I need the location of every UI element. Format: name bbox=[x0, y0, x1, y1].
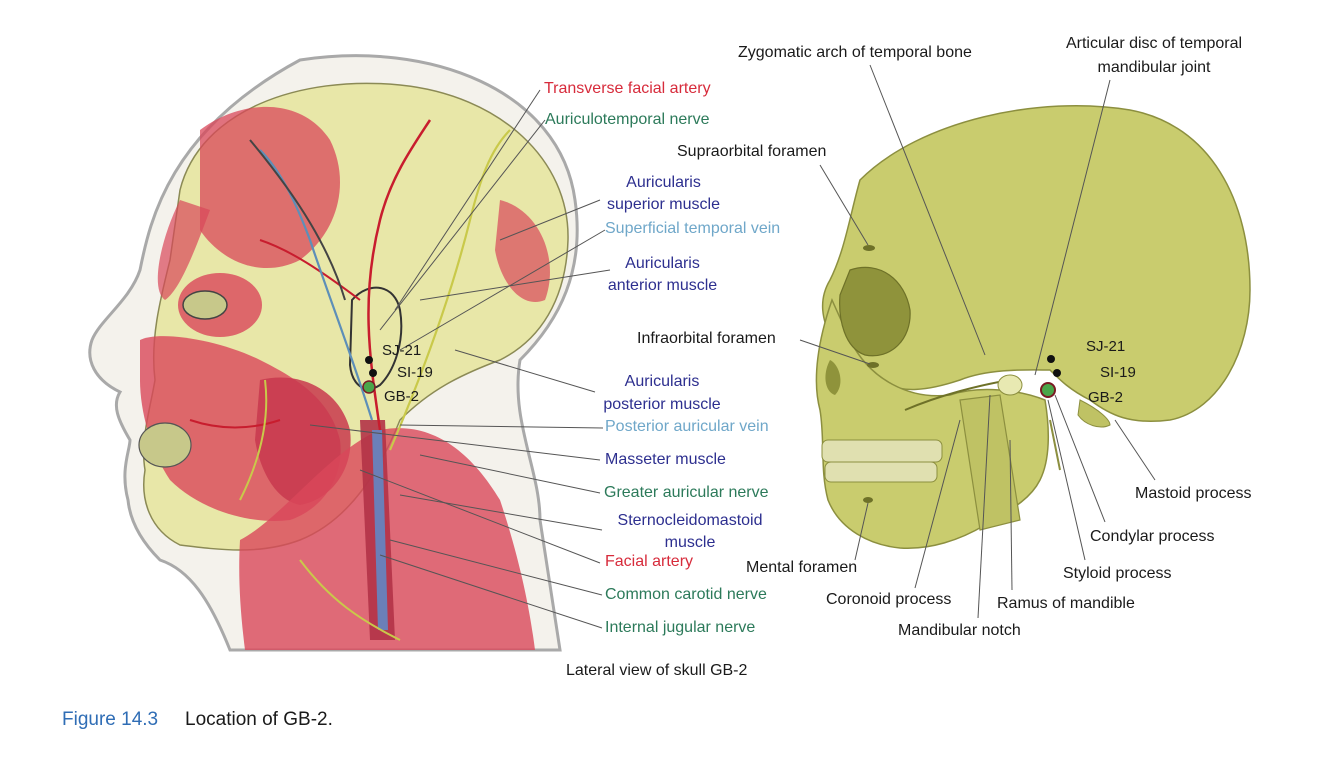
frontalis-muscle bbox=[157, 200, 210, 300]
label-mental-foramen: Mental foramen bbox=[746, 559, 858, 576]
skull-label-gb2: GB-2 bbox=[1088, 389, 1124, 406]
label-articular-disc-2: mandibular joint bbox=[1097, 59, 1211, 76]
veins bbox=[259, 149, 374, 421]
occipital-muscle bbox=[495, 200, 550, 302]
skull-gb2-point bbox=[1040, 382, 1056, 398]
eye bbox=[182, 290, 228, 320]
label-mastoid-process: Mastoid process bbox=[1135, 485, 1252, 502]
skull-si19-point bbox=[1053, 369, 1061, 377]
label-internal-jugular-nerve: Internal jugular nerve bbox=[605, 619, 756, 636]
nasal-cavity bbox=[825, 360, 841, 395]
label-articular-disc-1: Articular disc of temporal bbox=[1065, 35, 1243, 52]
temporal-line bbox=[249, 139, 346, 301]
sj21-point bbox=[365, 356, 373, 364]
mental-foramen-mark bbox=[863, 497, 873, 503]
condyle bbox=[997, 374, 1023, 396]
label-sternocleidomastoid-2: muscle bbox=[664, 534, 716, 551]
si19-point bbox=[369, 369, 377, 377]
supraorbital-foramen-mark bbox=[863, 245, 875, 251]
skull-cranium bbox=[821, 105, 1251, 423]
label-styloid-process: Styloid process bbox=[1063, 565, 1172, 582]
head-illustration bbox=[88, 54, 579, 652]
label-posterior-auricular-vein: Posterior auricular vein bbox=[605, 418, 769, 435]
ear-outline bbox=[348, 286, 403, 390]
nerves bbox=[388, 129, 511, 451]
label-ramus-of-mandible: Ramus of mandible bbox=[997, 595, 1135, 612]
label-auricularis-superior-1: Auricularis bbox=[626, 174, 701, 191]
lower-teeth bbox=[824, 461, 938, 483]
label-auricularis-superior-2: superior muscle bbox=[607, 196, 720, 213]
mouth bbox=[138, 422, 192, 468]
label-masseter-muscle: Masseter muscle bbox=[605, 451, 726, 468]
upper-teeth bbox=[821, 439, 943, 463]
label-auricularis-anterior-2: anterior muscle bbox=[607, 277, 718, 294]
label-mandibular-notch: Mandibular notch bbox=[898, 622, 1021, 639]
label-auricularis-posterior-2: posterior muscle bbox=[603, 396, 721, 413]
nerves-2 bbox=[299, 559, 401, 641]
label-common-carotid-nerve: Common carotid nerve bbox=[605, 586, 767, 603]
label-coronoid-process: Coronoid process bbox=[826, 591, 952, 608]
gb2-point bbox=[362, 380, 376, 394]
skull-sj21-point bbox=[1047, 355, 1055, 363]
skull-label-sj21: SJ-21 bbox=[1086, 338, 1126, 355]
label-auriculotemporal-nerve: Auriculotemporal nerve bbox=[545, 111, 710, 128]
label-infraorbital-foramen: Infraorbital foramen bbox=[637, 330, 776, 347]
label-supraorbital-foramen: Supraorbital foramen bbox=[677, 143, 827, 160]
label-facial-artery: Facial artery bbox=[605, 553, 694, 570]
head-label-si19: SI-19 bbox=[397, 364, 433, 381]
label-greater-auricular-nerve: Greater auricular nerve bbox=[604, 484, 769, 501]
figure-subcaption: Lateral view of skull GB-2 bbox=[566, 662, 748, 679]
head-label-gb2: GB-2 bbox=[384, 388, 420, 405]
nerves-3 bbox=[239, 379, 268, 501]
skull-leader-lines bbox=[799, 64, 1156, 619]
head-label-sj21: SJ-21 bbox=[382, 342, 422, 359]
mandible-ramus bbox=[959, 394, 1021, 531]
mastoid bbox=[1077, 399, 1111, 428]
figure-number: Figure 14.3 bbox=[62, 709, 159, 730]
label-condylar-process: Condylar process bbox=[1090, 528, 1215, 545]
jugular-vein bbox=[372, 430, 388, 630]
head-leader-lines bbox=[309, 89, 611, 629]
label-superficial-temporal-vein: Superficial temporal vein bbox=[605, 220, 781, 237]
arteries-2 bbox=[259, 239, 361, 301]
label-auricularis-posterior-1: Auricularis bbox=[624, 373, 700, 390]
arteries-3 bbox=[189, 419, 281, 429]
label-zygomatic-arch: Zygomatic arch of temporal bone bbox=[738, 44, 972, 61]
orbit bbox=[839, 266, 911, 357]
label-transverse-facial-artery: Transverse facial artery bbox=[544, 80, 711, 97]
styloid bbox=[1049, 419, 1061, 471]
figure-caption: Location of GB-2. bbox=[185, 709, 333, 730]
infraorbital-foramen-mark bbox=[867, 362, 879, 368]
skull-label-si19: SI-19 bbox=[1100, 364, 1136, 381]
label-auricularis-anterior-1: Auricularis bbox=[625, 255, 700, 272]
skull-illustration bbox=[815, 105, 1251, 549]
label-sternocleidomastoid-1: Sternocleidomastoid bbox=[617, 512, 763, 529]
